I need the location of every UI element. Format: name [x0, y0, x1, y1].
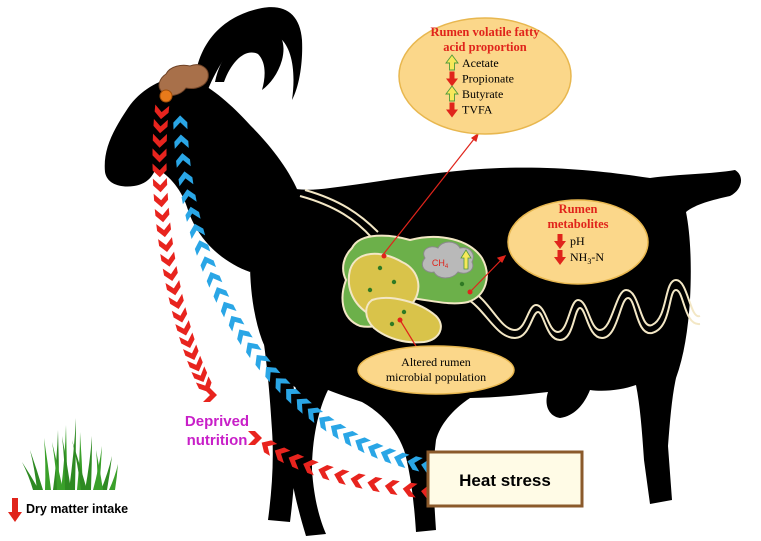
red-bottom-chevron	[384, 479, 400, 495]
blue-chevron	[204, 269, 222, 287]
red-bottom-chevron	[248, 431, 262, 445]
blue-chevron	[225, 312, 244, 331]
blue-chevron	[198, 254, 216, 272]
blue-chevron	[233, 326, 252, 345]
vfa-item-label-1: Propionate	[462, 72, 514, 86]
blue-chevron	[365, 440, 383, 458]
red-chevron	[163, 266, 179, 282]
red-chevron	[203, 388, 217, 402]
grass-blade	[69, 418, 76, 490]
red-chevron	[153, 178, 168, 193]
heat-stress-label: Heat stress	[459, 471, 551, 490]
grass-icon	[22, 418, 118, 490]
blue-chevron	[242, 338, 261, 357]
dry-matter-down-arrow	[8, 498, 22, 522]
blue-chevron	[352, 434, 371, 453]
vfa-item-label-3: TVFA	[462, 103, 493, 117]
vfa-title-line2: acid proportion	[443, 40, 527, 54]
red-bottom-chevron	[332, 468, 349, 485]
dry-matter-intake: Dry matter intake	[8, 498, 128, 522]
red-chevron	[183, 344, 201, 362]
microbial-box: Altered rumen microbial population	[358, 346, 514, 394]
metabolite-item-label-0: pH	[570, 234, 585, 248]
metabolites-title-line1: Rumen	[559, 202, 598, 216]
heat-stress-box: Heat stress	[428, 452, 582, 506]
red-chevron	[169, 294, 186, 311]
red-chevron	[179, 333, 197, 351]
red-chevron	[165, 280, 182, 297]
red-bottom-chevron	[349, 472, 366, 489]
red-bottom-chevron	[316, 463, 334, 481]
red-chevron	[156, 222, 172, 238]
metabolites-box: Rumen metabolites pH NH3-N	[508, 200, 648, 284]
grass-blade	[85, 436, 92, 490]
microbial-line1: Altered rumen	[401, 355, 471, 369]
red-chevron	[172, 307, 189, 324]
red-bottom-chevron	[366, 476, 382, 492]
blue-chevron	[218, 299, 237, 318]
microbial-line2: microbial population	[386, 370, 486, 384]
red-chevron	[155, 208, 170, 223]
red-chevron	[160, 252, 176, 268]
dry-matter-label: Dry matter intake	[26, 502, 128, 516]
methane-cloud: CH4	[422, 242, 473, 278]
vfa-box: Rumen volatile fatty acid proportion Ace…	[399, 18, 571, 134]
grass-blade	[44, 438, 51, 490]
grass-blade	[101, 456, 112, 490]
red-chevron	[175, 320, 192, 337]
red-chevron	[158, 237, 174, 253]
deprived-line2: nutrition	[187, 432, 248, 449]
deprived-line1: Deprived	[185, 413, 249, 430]
blue-chevron	[378, 446, 396, 464]
metabolites-title-line2: metabolites	[547, 217, 608, 231]
vfa-title-line1: Rumen volatile fatty	[430, 25, 540, 39]
metabolite-item-label-1: NH3-N	[570, 250, 604, 266]
blue-chevron	[327, 420, 346, 439]
blue-chevron	[211, 284, 230, 303]
vfa-item-label-2: Butyrate	[462, 87, 503, 101]
blue-chevron	[339, 427, 358, 446]
red-chevron	[154, 193, 169, 208]
vfa-item-label-0: Acetate	[462, 56, 499, 70]
